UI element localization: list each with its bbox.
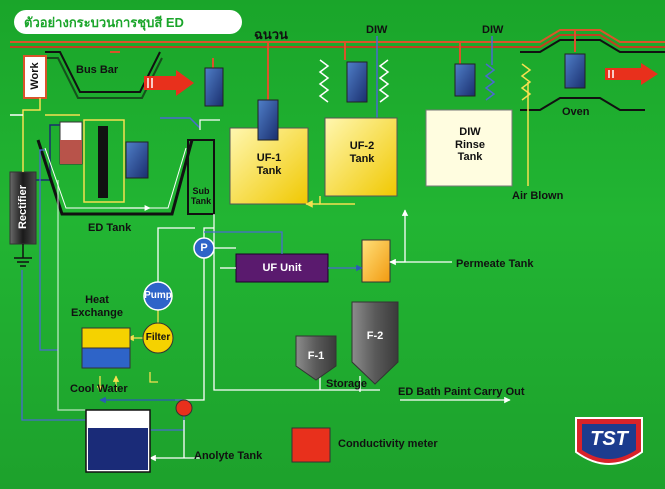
uf2-tank (305, 61, 398, 208)
f2-label: F-2 (366, 330, 384, 342)
permeate-tank-box (361, 239, 391, 283)
storage-label: Storage (326, 378, 367, 390)
diw-lines (373, 36, 493, 129)
diw-rinse-tank-label: DIW Rinse Tank (455, 126, 485, 164)
anolyte-tank (85, 409, 151, 473)
filter-f1-vessel (295, 335, 337, 381)
filter-circle (142, 322, 174, 354)
diw-left-label: DIW (366, 24, 388, 36)
pump-circle (143, 281, 173, 311)
air-blown-label: Air Blown (512, 190, 564, 202)
conductivity-meter-box (291, 427, 331, 463)
oven-part (564, 53, 586, 89)
filter-label: Filter (145, 332, 171, 343)
conductivity-meter-label: Conductivity meter (338, 438, 438, 450)
chanuan-label: ฉนวน (254, 27, 288, 42)
piping (21, 149, 511, 462)
uf1-tank (229, 99, 309, 205)
diw-rinse-tank (425, 63, 529, 187)
pump-p-label: P (200, 242, 208, 254)
anolyte-tank-label: Anolyte Tank (194, 450, 263, 462)
flow-arrow-out (605, 63, 658, 85)
bus-bar-label: Bus Bar (76, 64, 119, 76)
heat-exchanger (81, 327, 131, 369)
spray-nozzles (318, 59, 532, 103)
filter-f2-vessel (351, 301, 399, 385)
conveyor-rail (10, 29, 665, 111)
heat-exchange-label: Heat Exchange (71, 294, 123, 319)
oven-label: Oven (562, 106, 590, 118)
cool-water-label: Cool Water (70, 383, 128, 395)
uf-unit-label: UF Unit (262, 262, 302, 274)
rectifier-label: Rectifier (17, 184, 29, 230)
sub-tank-label: Sub Tank (190, 186, 212, 207)
uf-unit (235, 253, 329, 283)
permeate-tank-label: Permeate Tank (456, 258, 534, 270)
rectifier (9, 171, 37, 267)
ed-tank-label: ED Tank (88, 222, 132, 234)
carry-out-label: ED Bath Paint Carry Out (398, 386, 525, 398)
tst-logo-shield (575, 417, 643, 465)
diw-right-label: DIW (482, 24, 504, 36)
uf2-tank-label: UF-2 Tank (349, 140, 375, 165)
f1-label: F-1 (307, 350, 325, 362)
conductivity-sensor (175, 399, 193, 417)
pump-label: Pump (144, 290, 172, 301)
page-title: ตัวอย่างกระบวนการชุบสี ED (14, 10, 242, 34)
flow-arrow-in (144, 70, 194, 96)
work-box (23, 55, 47, 99)
sub-tank (187, 67, 224, 260)
hanger-lines (212, 30, 576, 100)
rectifier-wiring (10, 98, 80, 181)
uf1-tank-label: UF-1 Tank (256, 152, 282, 177)
ed-tank (36, 117, 201, 216)
tst-logo: TST (590, 428, 628, 450)
work-label: Work (29, 62, 41, 90)
